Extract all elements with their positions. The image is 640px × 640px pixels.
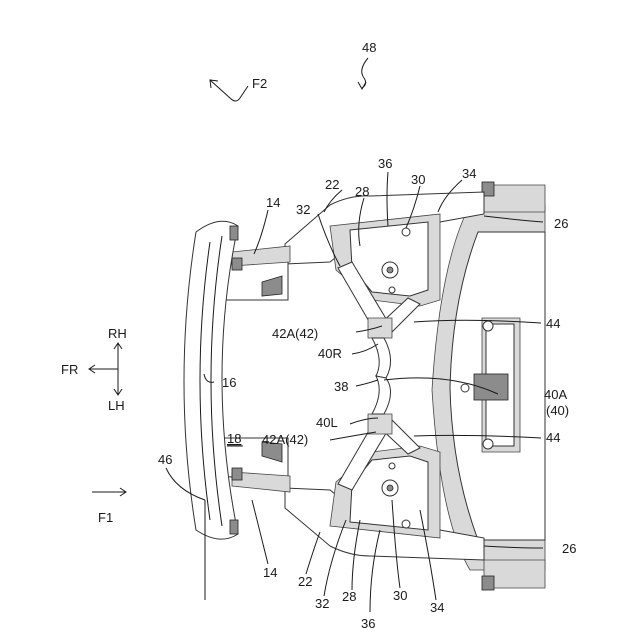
label-44-bottom: 44 xyxy=(546,430,560,445)
direction-indicator: RH FR LH xyxy=(61,326,127,413)
label-26-bottom: 26 xyxy=(562,541,576,556)
label-28-top: 28 xyxy=(355,184,369,199)
label-42a-bottom: 42A(42) xyxy=(262,432,308,447)
label-26-top: 26 xyxy=(554,216,568,231)
label-40l: 40L xyxy=(316,415,338,430)
label-32-top: 32 xyxy=(296,202,310,217)
dash-panel-body xyxy=(432,182,545,590)
label-f2: F2 xyxy=(252,76,267,91)
label-40r: 40R xyxy=(318,346,342,361)
label-36-top: 36 xyxy=(378,156,392,171)
label-30-top: 30 xyxy=(411,172,425,187)
label-36-bottom: 36 xyxy=(361,616,375,631)
label-32-bottom: 32 xyxy=(315,596,329,611)
label-22-top: 22 xyxy=(325,177,339,192)
label-18: 18 xyxy=(227,431,241,446)
label-14-top: 14 xyxy=(266,195,280,210)
load-arrow-f2 xyxy=(210,80,248,101)
view-arrow-48 xyxy=(358,58,368,89)
label-48: 48 xyxy=(362,40,376,55)
direction-rh-label: RH xyxy=(108,326,127,341)
label-22-bottom: 22 xyxy=(298,574,312,589)
label-42a-top: 42A(42) xyxy=(272,326,318,341)
label-40a: 40A xyxy=(544,387,567,402)
label-14-bottom: 14 xyxy=(263,565,277,580)
label-44-top: 44 xyxy=(546,316,560,331)
label-16: 16 xyxy=(222,375,236,390)
label-28-bottom: 28 xyxy=(342,589,356,604)
load-arrow-f1 xyxy=(92,488,126,496)
label-f1: F1 xyxy=(98,510,113,525)
label-34-bottom: 34 xyxy=(430,600,444,615)
label-40: (40) xyxy=(546,403,569,418)
direction-fr-label: FR xyxy=(61,362,78,377)
label-38: 38 xyxy=(334,379,348,394)
label-46: 46 xyxy=(158,452,172,467)
label-30-bottom: 30 xyxy=(393,588,407,603)
direction-lh-label: LH xyxy=(108,398,125,413)
label-34-top: 34 xyxy=(462,166,476,181)
